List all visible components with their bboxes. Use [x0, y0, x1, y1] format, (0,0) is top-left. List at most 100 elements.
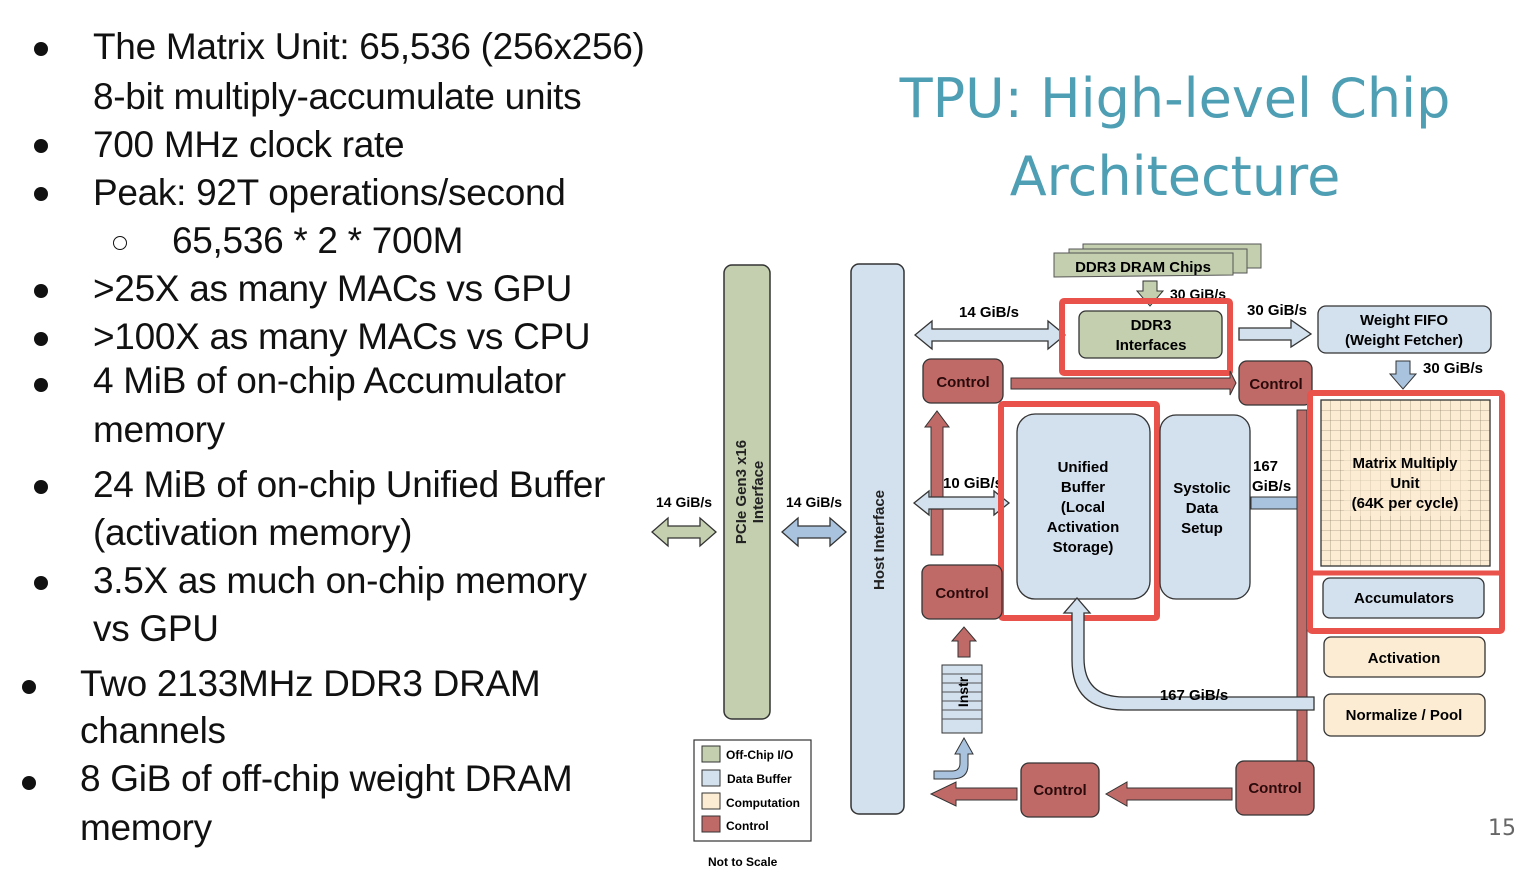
bandwidth-label: 14 GiB/s: [656, 494, 712, 510]
bidirectional-arrow-icon: [781, 516, 847, 548]
control-block: [921, 564, 1003, 620]
bullet-text: channels: [80, 710, 226, 751]
systolic-label: Data: [1186, 500, 1219, 517]
page-number: 15: [1488, 816, 1516, 841]
legend-swatch-databuffer: [701, 769, 721, 787]
mmu-label: Unit: [1390, 475, 1419, 492]
bullet-dot: [22, 776, 36, 790]
systolic-label: Systolic: [1173, 480, 1231, 497]
left-arrow-icon: [1104, 781, 1233, 807]
bandwidth-label: 30 GiB/s: [1247, 302, 1307, 319]
right-arrow-icon: [1010, 370, 1237, 396]
up-arrow-icon: [924, 410, 950, 556]
legend-label: Off-Chip I/O: [726, 748, 793, 762]
unified-buffer-block: [1016, 413, 1151, 600]
title-line-2: Architecture: [1009, 145, 1341, 208]
unified-buffer-label: Buffer: [1061, 479, 1105, 496]
control-label: Control: [1248, 780, 1301, 797]
weight-fifo-block: [1317, 305, 1492, 354]
title-line-1: TPU: High-level Chip: [899, 67, 1451, 130]
control-label: Control: [1249, 376, 1302, 393]
left-arrow-icon: [929, 781, 1018, 807]
bidirectional-arrow-icon: [912, 489, 1011, 517]
control-label: Control: [936, 374, 989, 391]
unified-buffer-label: Storage): [1053, 539, 1114, 556]
mmu-label-bg: [1344, 450, 1468, 516]
right-arrow-icon: [1238, 318, 1313, 349]
bandwidth-label: 14 GiB/s: [786, 494, 842, 510]
bullet-text: Peak: 92T operations/second: [93, 172, 566, 213]
bandwidth-label: 10 GiB/s: [943, 475, 1003, 492]
bullet-text: >25X as many MACs vs GPU: [93, 268, 573, 309]
control-block: [1238, 360, 1313, 406]
unified-buffer-label: Unified: [1058, 459, 1109, 476]
bullet-dot: [34, 284, 48, 298]
activation-label: Activation: [1368, 650, 1441, 667]
bandwidth-label: 167: [1253, 458, 1278, 475]
bullet-dot: [34, 332, 48, 346]
instr-label: Instr: [955, 676, 971, 707]
accumulators-label: Accumulators: [1354, 590, 1454, 607]
dram-chips-label: DDR3 DRAM Chips: [1075, 259, 1211, 276]
control-label: Control: [1033, 782, 1086, 799]
bullet-text: memory: [93, 409, 225, 450]
bidirectional-arrow-icon: [651, 516, 717, 548]
weight-fifo-label: Weight FIFO: [1360, 312, 1448, 329]
legend-swatch-offchip: [701, 745, 721, 763]
dram-chips-block: [1053, 252, 1234, 278]
ddr3-label: DDR3: [1131, 317, 1172, 334]
up-arrow-icon: [950, 626, 978, 658]
down-arrow-icon: [1388, 360, 1418, 390]
ddr3-label: Interfaces: [1116, 337, 1187, 354]
instruction-queue: [941, 664, 983, 734]
control-label: Control: [935, 585, 988, 602]
pcie-interface-block: [723, 264, 771, 720]
ddr3-interfaces-block: [1078, 310, 1223, 359]
highlight-box: [1059, 298, 1233, 376]
bullet-text: 24 MiB of on-chip Unified Buffer: [93, 464, 606, 505]
control-block: [1235, 760, 1315, 816]
systolic-label: Setup: [1181, 520, 1223, 537]
bidirectional-arrow-icon: [913, 319, 1067, 351]
sub-bullet-text: 65,536 * 2 * 700M: [172, 220, 464, 261]
not-to-scale-note: Not to Scale: [708, 855, 778, 869]
bullet-text: 4 MiB of on-chip Accumulator: [93, 360, 566, 401]
systolic-data-setup-block: [1159, 414, 1251, 600]
control-block: [922, 358, 1004, 404]
control-block: [1020, 762, 1100, 818]
host-interface-label: Host Interface: [871, 490, 888, 590]
bullet-dot: [34, 139, 48, 153]
legend-label: Control: [726, 819, 769, 833]
highlight-box: [1307, 390, 1505, 634]
legend-label: Computation: [726, 796, 800, 810]
unified-buffer-label: (Local: [1061, 499, 1105, 516]
bandwidth-label: 167 GiB/s: [1160, 687, 1228, 704]
bullet-dot: [34, 576, 48, 590]
pcie-label-2: Interface: [750, 461, 767, 524]
normalize-pool-label: Normalize / Pool: [1346, 707, 1463, 724]
bullet-text: >100X as many MACs vs CPU: [93, 316, 591, 357]
mmu-label: Matrix Multiply: [1352, 455, 1458, 472]
legend-swatch-computation: [701, 792, 721, 810]
bullet-dot: [34, 187, 48, 201]
pcie-label: PCIe Gen3 x16: [733, 440, 750, 544]
bullet-dot: [34, 42, 48, 56]
bullet-text: (activation memory): [93, 512, 413, 553]
curved-arrow-icon: [933, 736, 974, 780]
bullet-text: 700 MHz clock rate: [93, 124, 405, 165]
bullet-text: 3.5X as much on-chip memory: [93, 560, 587, 601]
slide-title: TPU: High-level Chip Architecture: [880, 60, 1470, 216]
unified-buffer-label: Activation: [1047, 519, 1120, 536]
bandwidth-label: GiB/s: [1252, 478, 1291, 495]
sub-bullet-ring: [113, 236, 127, 250]
activation-block: [1323, 636, 1486, 678]
bullet-text: vs GPU: [93, 608, 219, 649]
normalize-pool-block: [1323, 693, 1486, 737]
mmu-label: (64K per cycle): [1352, 495, 1459, 512]
bullet-dot: [34, 480, 48, 494]
bullet-dot: [22, 680, 36, 694]
bullet-text: Two 2133MHz DDR3 DRAM: [80, 663, 541, 704]
return-arrow-icon: [1062, 597, 1315, 711]
bullet-dot: [34, 378, 48, 392]
